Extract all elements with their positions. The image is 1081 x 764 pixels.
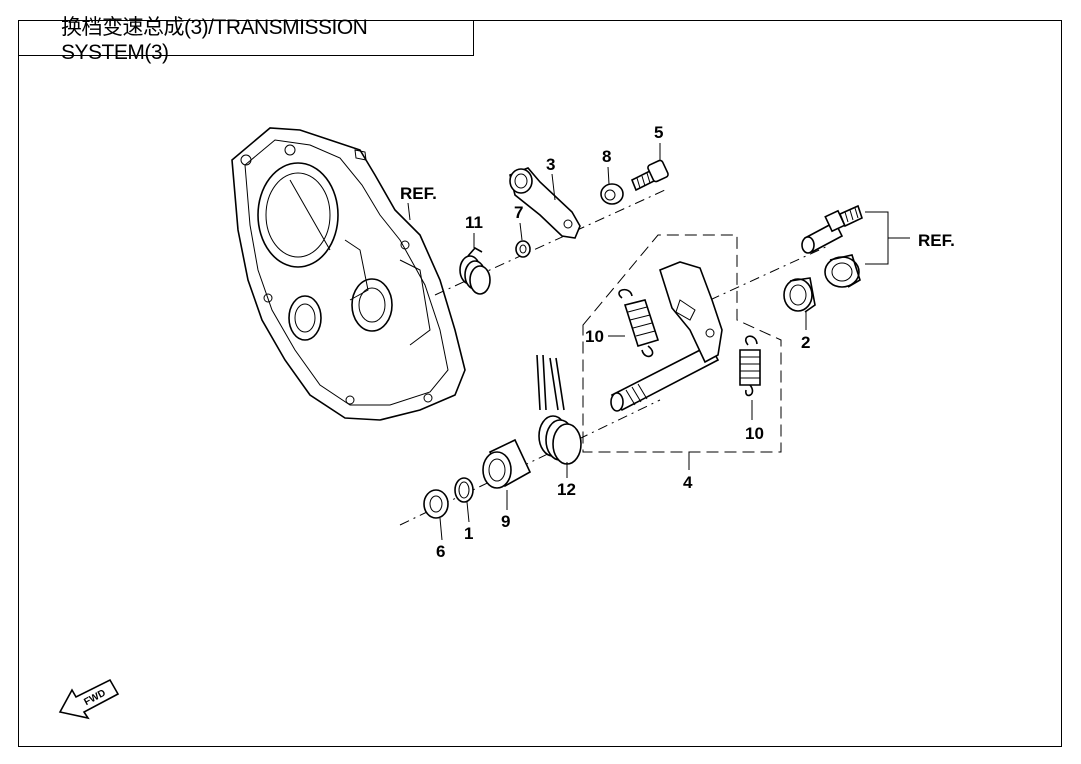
shift-shaft-part <box>610 261 723 412</box>
lower-axis-line-right <box>709 244 831 301</box>
label-part-3: 3 <box>546 155 555 174</box>
page-title: 换档变速总成(3)/TRANSMISSION SYSTEM(3) <box>61 16 368 64</box>
leader-part-1 <box>466 501 470 523</box>
upper-axis-line <box>434 189 666 296</box>
spring-part-11 <box>459 246 491 295</box>
label-part-10b: 10 <box>745 424 764 443</box>
label-part-9: 9 <box>501 512 510 531</box>
label-part-10a: 10 <box>585 327 604 346</box>
washer-part-7 <box>515 240 531 258</box>
lever-arm-part-3 <box>509 167 581 239</box>
drawing-frame <box>18 20 1062 747</box>
bushing-part-2 <box>783 277 816 313</box>
leader-part-3 <box>551 173 556 201</box>
ref-bracket-right <box>865 211 910 265</box>
label-part-5: 5 <box>654 123 663 142</box>
torsion-spring-part-12 <box>536 354 582 465</box>
label-part-7: 7 <box>514 203 523 222</box>
ref-label-right: REF. <box>918 231 955 250</box>
label-part-1: 1 <box>464 524 473 543</box>
needle-bearing-part <box>824 254 861 288</box>
label-part-4: 4 <box>683 473 693 492</box>
washer-part-8 <box>600 183 624 205</box>
bolt-part-5 <box>630 159 669 192</box>
leader-part-8 <box>607 166 610 185</box>
title-box: 换档变速总成(3)/TRANSMISSION SYSTEM(3) <box>18 16 474 64</box>
washer-part-6 <box>423 489 449 519</box>
assembly-group-box-4 <box>582 234 782 453</box>
label-part-11: 11 <box>465 213 483 232</box>
tension-spring-part-10b <box>739 335 761 397</box>
label-part-6: 6 <box>436 542 445 561</box>
ref-label-left: REF. <box>400 184 437 203</box>
transmission-cover-part <box>231 127 466 421</box>
ref-leader-left <box>407 202 411 221</box>
leader-part-7 <box>519 222 523 241</box>
tension-spring-part-10a <box>618 288 660 358</box>
label-part-2: 2 <box>801 333 810 352</box>
pin-shaft-part <box>801 204 863 254</box>
label-part-12: 12 <box>557 480 576 499</box>
label-part-8: 8 <box>602 147 611 166</box>
leader-part-6 <box>439 517 443 541</box>
fwd-arrow-icon: FWD <box>58 678 120 720</box>
collar-part-9 <box>482 438 532 489</box>
circlip-part-1 <box>454 477 474 503</box>
